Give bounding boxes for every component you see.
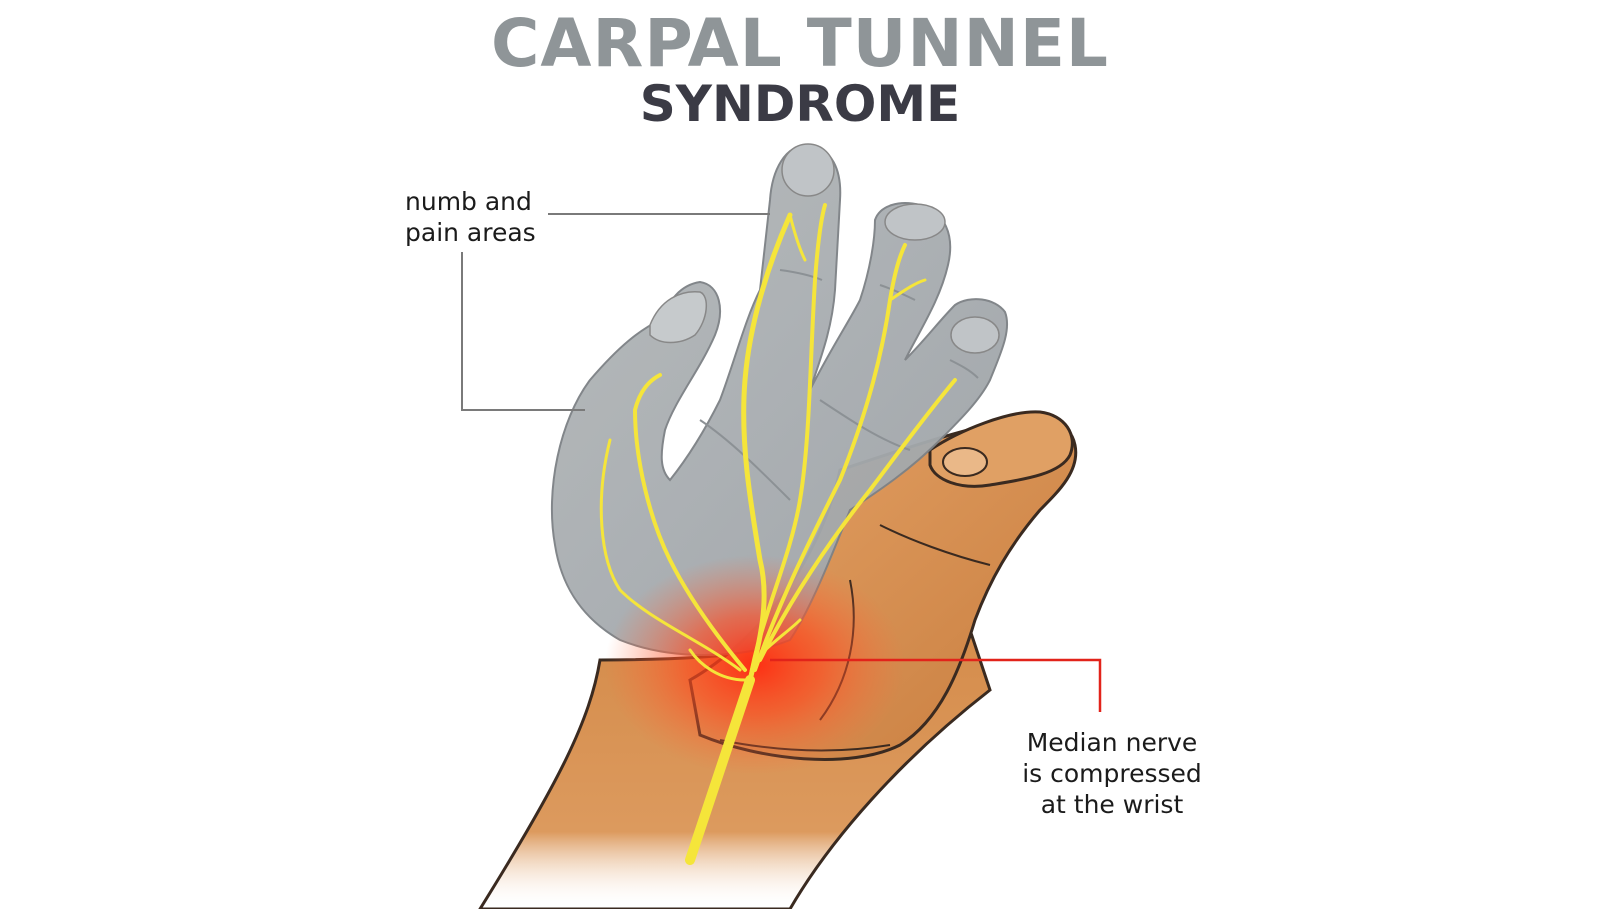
title-main: CARPAL TUNNEL bbox=[491, 5, 1109, 82]
callout-numb-line1: numb and bbox=[405, 187, 532, 216]
callout-numb-line2: pain areas bbox=[405, 218, 536, 247]
ring-nail bbox=[950, 316, 1000, 354]
title-sub: SYNDROME bbox=[639, 75, 961, 133]
callout-line-median bbox=[770, 658, 1102, 712]
callout-line-numb bbox=[461, 213, 770, 411]
callout-median-line1: Median nerve bbox=[1026, 728, 1198, 757]
middle-nail bbox=[884, 203, 946, 241]
callout-median-line3: at the wrist bbox=[1040, 790, 1184, 819]
pinky-nail bbox=[942, 447, 988, 477]
callout-numb-pain: numb and pain areas bbox=[405, 186, 536, 248]
median-nerve bbox=[599, 203, 957, 865]
index-nail bbox=[781, 143, 835, 197]
numb-area bbox=[550, 143, 1009, 656]
thumb-nail bbox=[649, 291, 707, 344]
callout-median-nerve: Median nerve is compressed at the wrist bbox=[1000, 727, 1224, 820]
callout-median-line2: is compressed bbox=[1022, 759, 1202, 788]
